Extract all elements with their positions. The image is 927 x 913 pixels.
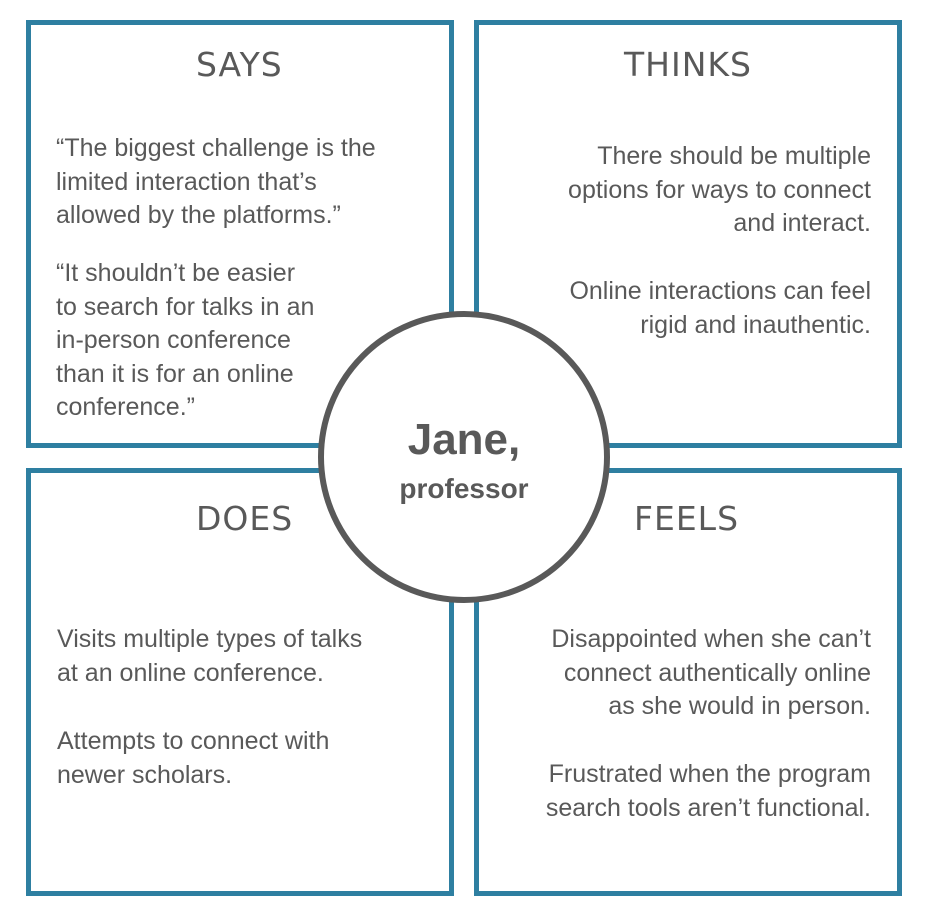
says-quote-1-line-3: allowed by the platforms.” <box>56 201 341 229</box>
does-action-2: Attempts to connect with newer scholars. <box>57 725 329 792</box>
says-quote-2-line-1: “It shouldn’t be easier <box>56 259 296 287</box>
does-action-1-line-2: at an online conference. <box>57 658 324 687</box>
does-action-1: Visits multiple types of talks at an onl… <box>57 623 362 690</box>
thinks-statement-2-line-2: rigid and inauthentic. <box>640 310 871 339</box>
says-quote-1-line-2: limited interaction that’s <box>56 167 317 196</box>
feels-title: FEELS <box>634 499 740 538</box>
says-quote-2-line-3: in-person conference <box>56 326 291 354</box>
thinks-statement-1-line-2: options for ways to connect <box>568 175 871 204</box>
feels-emotion-2-line-1: Frustrated when the program <box>548 760 871 788</box>
says-quote-2-line-2: to search for talks in an <box>56 292 315 321</box>
feels-emotion-1-line-1: Disappointed when she can’t <box>551 625 871 653</box>
thinks-statement-2-line-1: Online interactions can feel <box>569 277 871 305</box>
feels-emotion-1-line-3: as she would in person. <box>608 692 871 720</box>
feels-emotion-1: Disappointed when she can’t connect auth… <box>551 623 871 724</box>
feels-emotion-2-line-2: search tools aren’t functional. <box>545 793 871 822</box>
persona-circle: Jane, professor <box>318 311 610 603</box>
does-action-1-line-1: Visits multiple types of talks <box>57 625 363 653</box>
feels-emotion-1-line-2: connect authentically online <box>563 658 871 687</box>
says-quote-2-line-4: than it is for an online <box>56 359 294 388</box>
does-action-2-line-1: Attempts to connect with <box>57 727 330 755</box>
thinks-statement-1: There should be multiple options for way… <box>568 140 871 241</box>
thinks-title: THINKS <box>624 45 752 84</box>
thinks-statement-1-line-3: and interact. <box>733 209 871 237</box>
thinks-statement-2: Online interactions can feel rigid and i… <box>569 275 871 342</box>
says-quote-1: “The biggest challenge is the limited in… <box>56 132 376 233</box>
does-action-2-line-2: newer scholars. <box>57 760 233 789</box>
says-quote-2: “It shouldn’t be easier to search for ta… <box>56 257 314 425</box>
does-quadrant: DOES Visits multiple types of talks at a… <box>26 468 454 896</box>
says-quote-1-line-1: “The biggest challenge is the <box>56 134 376 162</box>
says-quadrant: SAYS “The biggest challenge is the limit… <box>26 20 454 448</box>
does-title: DOES <box>196 499 294 538</box>
persona-name: Jane, <box>407 415 521 464</box>
thinks-statement-1-line-1: There should be multiple <box>597 142 871 170</box>
says-quote-2-line-5: conference.” <box>56 393 195 421</box>
persona-role: professor <box>399 473 529 504</box>
says-title: SAYS <box>196 45 283 84</box>
feels-emotion-2: Frustrated when the program search tools… <box>546 758 871 825</box>
